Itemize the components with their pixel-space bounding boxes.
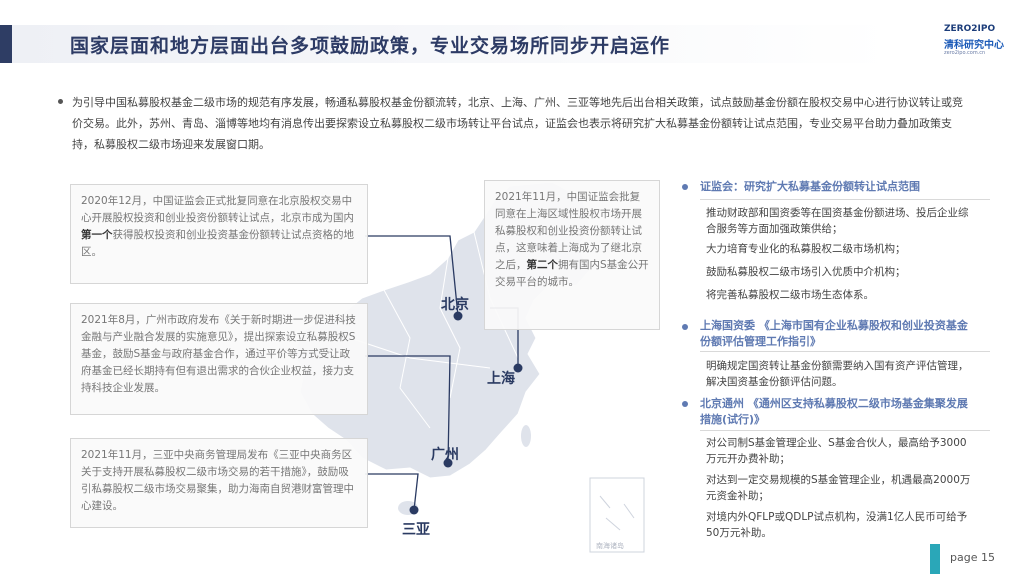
zero2ipo-logo: ZERO2IPO 清科研究中心 zero2ipo.com.cn xyxy=(944,24,1014,64)
page-number-accent xyxy=(930,544,940,574)
city-label-sanya: 三亚 xyxy=(402,522,430,538)
logo-chinese-name: 清科研究中心 xyxy=(944,40,1004,51)
shanghai-marker xyxy=(513,363,523,373)
sanya-marker xyxy=(409,505,419,515)
sanya-connector-line xyxy=(365,473,419,511)
shanghai-sasac-section-dot xyxy=(682,324,688,330)
sanya-policy-box: 2021年11月，三亚中央商务管理局发布《三亚中央商务区关于支持开展私募股权二级… xyxy=(70,438,368,528)
shanghai-policy-box: 2021年11月，中国证监会批复同意在上海区域性股权市场开展私募股权和创业投资份… xyxy=(484,180,660,330)
taiwan-island-shape xyxy=(521,425,531,447)
map-inset-caption: 南海诸岛 xyxy=(596,541,624,550)
header-accent-bar xyxy=(0,25,12,63)
csrc-item: 大力培育专业化的私募股权二级市场机构； xyxy=(706,243,906,255)
beijing-text-pre: 2020年12月，中国证监会正式批复同意在北京股权交易中心开展股权投资和创业投资… xyxy=(81,195,354,224)
logo-wordmark: ZERO2IPO xyxy=(944,24,996,34)
tongzhou-item: 对境内外QFLP或QDLP试点机构，没满1亿人民币可给予50万元补助。 xyxy=(706,511,968,539)
intro-bullet xyxy=(58,99,63,104)
divider xyxy=(700,199,990,200)
guangzhou-marker xyxy=(443,458,453,468)
tongzhou-section-heading: 北京通州 《通州区支持私募股权二级市场基金集聚发展措施(试行)》 xyxy=(700,397,968,426)
tongzhou-item: 对公司制S基金管理企业、S基金合伙人，最高给予3000万元开办费补助； xyxy=(706,437,967,465)
csrc-item: 推动财政部和国资委等在国资基金份额进场、投后企业综合服务等方面加强政策供给； xyxy=(706,207,969,235)
beijing-connector-line xyxy=(365,235,459,317)
city-label-shanghai: 上海 xyxy=(487,371,515,387)
shanghai-sasac-section-heading: 上海国资委 《上海市国有企业私募股权和创业投资基金份额评估管理工作指引》 xyxy=(700,319,968,348)
inset-islands-shape xyxy=(599,495,635,531)
page-title: 国家层面和地方层面出台多项鼓励政策，专业交易场所同步开启运作 xyxy=(70,35,671,57)
shanghai-sasac-item: 明确规定国资转让基金份额需要纳入国有资产评估管理，解决国资基金份额评估问题。 xyxy=(706,360,969,388)
shanghai-text-bold: 第二个 xyxy=(526,259,559,271)
divider xyxy=(700,430,990,431)
city-label-guangzhou: 广州 xyxy=(431,447,459,463)
logo-url: zero2ipo.com.cn xyxy=(944,50,986,56)
csrc-item: 将完善私募股权二级市场生态体系。 xyxy=(706,289,874,301)
tongzhou-item: 对达到一定交易规模的S基金管理企业，机遇最高2000万元资金补助； xyxy=(706,474,971,502)
guangzhou-connector-line xyxy=(365,355,451,464)
tongzhou-section-dot xyxy=(682,401,688,407)
csrc-section-heading: 证监会：研究扩大私募基金份额转让试点范围 xyxy=(700,180,920,193)
csrc-item: 鼓励私募股权二级市场引入优质中介机构； xyxy=(706,266,906,278)
city-label-beijing: 北京 xyxy=(441,297,469,313)
beijing-text-bold: 第一个 xyxy=(81,229,113,241)
shanghai-text-post: 拥有国内S基金公开交易平台的城市。 xyxy=(495,259,649,288)
page-number: page 15 xyxy=(950,551,995,564)
csrc-section-dot xyxy=(682,184,688,190)
south-china-sea-inset xyxy=(589,477,645,553)
guangzhou-policy-box: 2021年8月，广州市政府发布《关于新时期进一步促进科技金融与产业融合发展的实施… xyxy=(70,303,368,415)
shanghai-text-pre: 2021年11月，中国证监会批复同意在上海区域性股权市场开展私募股权和创业投资份… xyxy=(495,191,642,271)
title-strip xyxy=(12,25,892,63)
intro-paragraph: 为引导中国私募股权基金二级市场的规范有序发展，畅通私募股权基金份额流转，北京、上… xyxy=(72,96,963,151)
map-province-line xyxy=(349,231,519,429)
beijing-policy-box: 2020年12月，中国证监会正式批复同意在北京股权交易中心开展股权投资和创业投资… xyxy=(70,184,368,284)
beijing-marker xyxy=(453,311,463,321)
beijing-text-post: 获得股权投资和创业投资基金份额转让试点资格的地区。 xyxy=(81,229,354,258)
divider xyxy=(700,351,990,352)
